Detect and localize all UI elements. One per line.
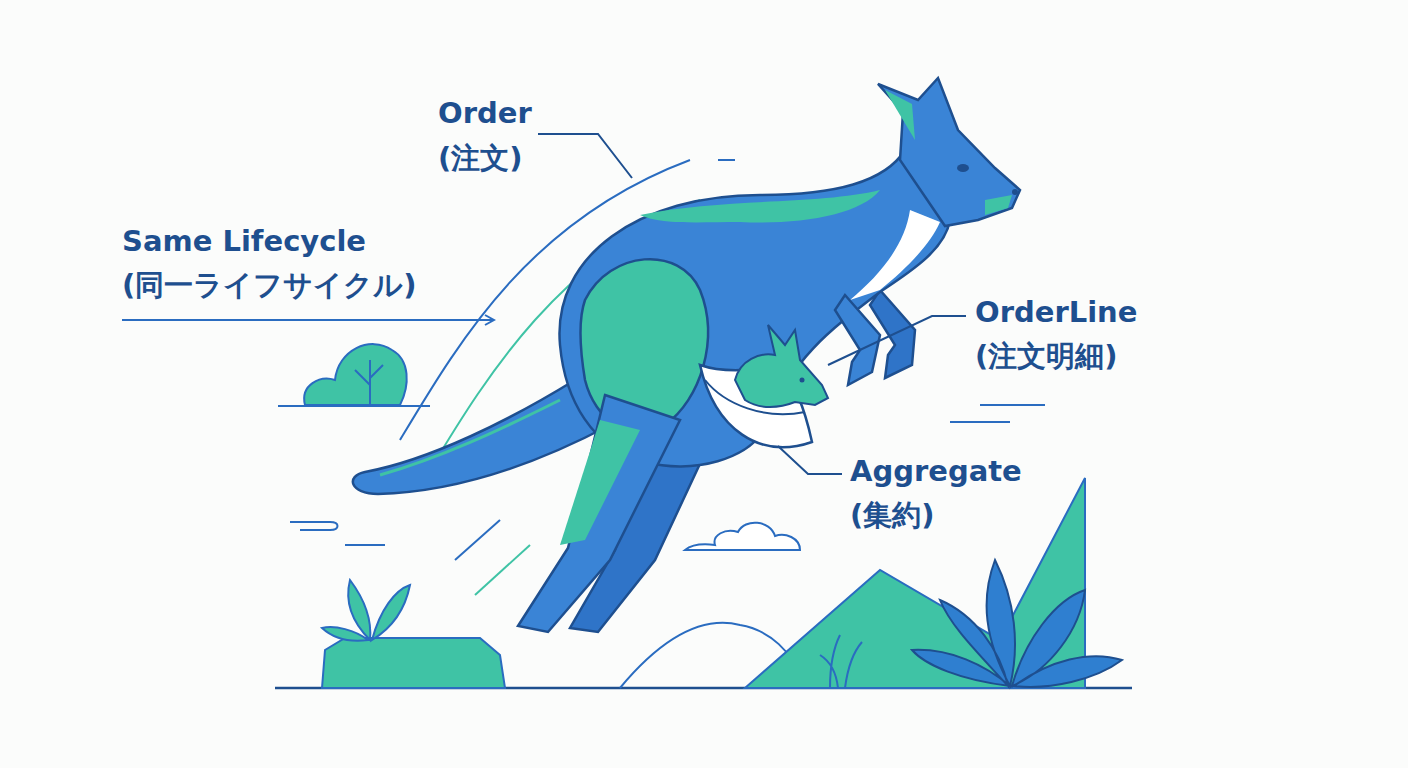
callout-label: Same Lifecycle	[122, 224, 366, 259]
motion-dash	[455, 520, 500, 560]
kangaroo-arm	[835, 295, 880, 385]
motion-dash	[345, 544, 385, 546]
kangaroo-thigh	[580, 259, 707, 432]
bush-branches	[355, 360, 383, 405]
kangaroo-nose	[1012, 189, 1018, 195]
joey	[735, 325, 828, 407]
callout-label: (注文明細)	[975, 339, 1118, 374]
joey-eye	[800, 378, 805, 383]
callout-label: (集約)	[850, 498, 935, 533]
wind-swirl	[290, 522, 338, 530]
ear-inner	[885, 90, 915, 140]
callout-label: Aggregate	[850, 454, 1022, 489]
callout-label: Order	[438, 96, 532, 131]
body-highlight	[640, 190, 880, 223]
bush	[304, 344, 407, 405]
chest	[850, 210, 940, 300]
kangaroo-eye	[957, 164, 969, 172]
motion-dash	[950, 421, 1010, 423]
motion-dash	[718, 159, 735, 161]
rock	[322, 638, 505, 688]
callout-label: OrderLine	[975, 295, 1137, 330]
leader-line	[538, 134, 632, 178]
pouch-rim	[705, 380, 805, 414]
motion-dash	[475, 545, 530, 595]
kangaroo-head	[878, 78, 1020, 226]
lifecycle-arrow	[122, 319, 494, 321]
plant	[322, 580, 410, 641]
tail-highlight	[380, 400, 560, 475]
callout-label: (注文)	[438, 141, 523, 176]
callout-label: (同一ライフサイクル)	[122, 268, 417, 303]
leader-line	[778, 446, 842, 474]
leg-highlight	[560, 420, 640, 545]
kangaroo-leg	[518, 395, 680, 632]
plant	[912, 560, 1122, 687]
grass	[820, 635, 862, 688]
leader-line	[828, 316, 966, 365]
bush-ground	[278, 405, 430, 407]
cloud	[685, 523, 800, 550]
motion-dash	[980, 404, 1045, 406]
snout-highlight	[985, 195, 1012, 215]
